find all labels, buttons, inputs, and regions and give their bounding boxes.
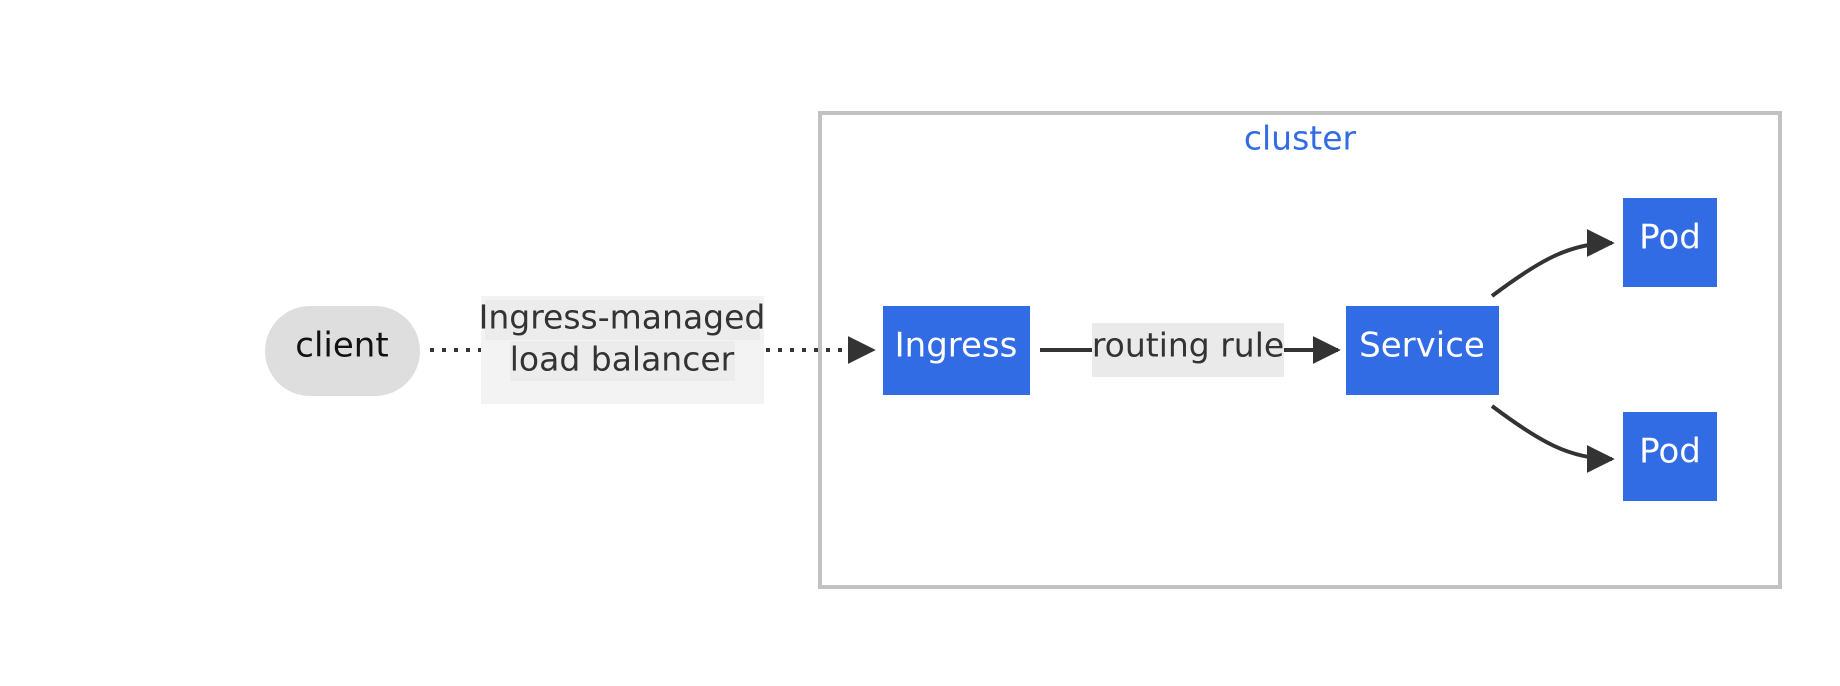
service-label: Service	[1359, 326, 1485, 366]
service-shape	[1344, 304, 1501, 397]
ingress-label: Ingress	[895, 326, 1018, 366]
edge-label-line-bg-1	[485, 300, 760, 340]
edge-service-to-pod-top	[1490, 229, 1615, 298]
node-client[interactable]: client	[265, 306, 420, 396]
edge-label-ingress-service: routing rule	[1092, 326, 1284, 365]
node-ingress[interactable]: Ingress	[881, 304, 1032, 397]
edge-label-client-ingress-line2: load balancer	[510, 340, 735, 379]
pod-bottom-label: Pod	[1639, 432, 1701, 472]
edge-client-to-ingress: Ingress-managed load balancer	[430, 296, 876, 404]
edge-label-client-ingress-line1: Ingress-managed	[479, 298, 766, 337]
node-service[interactable]: Service	[1344, 304, 1501, 397]
edge-label-line-bg-2	[510, 341, 735, 381]
node-pod-bottom[interactable]: Pod	[1621, 410, 1719, 503]
cluster-label: cluster	[1244, 119, 1357, 158]
edge-ingress-to-service: routing rule	[1040, 323, 1341, 377]
node-pod-top[interactable]: Pod	[1621, 196, 1719, 289]
client-shape	[265, 306, 420, 396]
edge-service-to-pod-bottom	[1490, 404, 1615, 473]
pod-bottom-shape	[1621, 410, 1719, 503]
edge-label-box-ingress-service	[1092, 323, 1284, 377]
ingress-shape	[881, 304, 1032, 397]
pod-top-label: Pod	[1639, 218, 1701, 258]
pod-top-shape	[1621, 196, 1719, 289]
client-label: client	[295, 326, 388, 366]
